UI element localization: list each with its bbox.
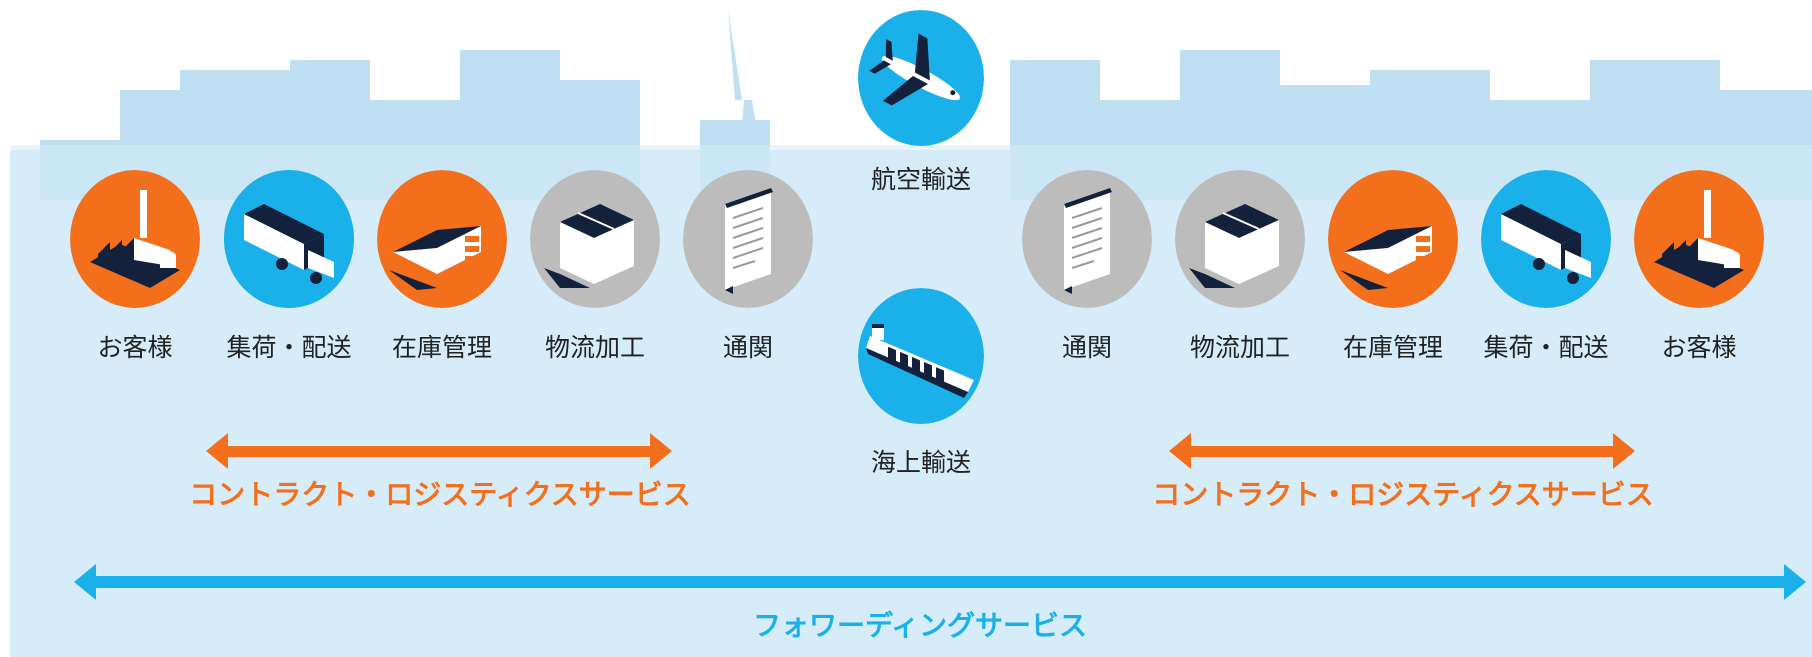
contract-right-label: コントラクト・ロジスティクスサービス: [1152, 478, 1654, 511]
contract-right-arrow: [1169, 433, 1635, 469]
right-inventory-label: 在庫管理: [1342, 333, 1443, 362]
airplane-icon: [858, 10, 984, 146]
ship-icon: [858, 288, 984, 424]
truck-icon: [224, 170, 354, 308]
left-processing-label: 物流加工: [544, 333, 645, 362]
box-icon: [530, 170, 660, 308]
air-transport-node: [858, 10, 984, 146]
right-customer-node: [1634, 170, 1764, 308]
right-processing-node: [1175, 170, 1305, 308]
sea-transport-label: 海上輸送: [870, 448, 971, 477]
right-processing-label: 物流加工: [1189, 333, 1290, 362]
right-customs-label: 通関: [1061, 333, 1112, 362]
left-delivery-node: [224, 170, 354, 308]
right-customs-node: [1022, 170, 1152, 308]
document-icon: [683, 170, 813, 308]
sea-transport-node: [858, 288, 984, 424]
factory-icon: [70, 170, 200, 308]
left-processing-node: [530, 170, 660, 308]
right-delivery-label: 集荷・配送: [1483, 333, 1609, 362]
left-inventory-label: 在庫管理: [391, 333, 492, 362]
left-delivery-label: 集荷・配送: [226, 333, 352, 362]
left-customs-node: [683, 170, 813, 308]
factory-icon: [1634, 170, 1764, 308]
left-customer-label: お客様: [97, 333, 173, 362]
warehouse-icon: [1328, 170, 1458, 308]
right-customer-label: お客様: [1661, 333, 1737, 362]
left-inventory-node: [377, 170, 507, 308]
contract-left-arrow: [206, 433, 672, 469]
truck-icon: [1481, 170, 1611, 308]
forwarding-arrow: [74, 564, 1806, 600]
right-delivery-node: [1481, 170, 1611, 308]
box-icon: [1175, 170, 1305, 308]
document-icon: [1022, 170, 1152, 308]
left-customer-node: [70, 170, 200, 308]
air-transport-label: 航空輸送: [870, 165, 971, 194]
contract-left-label: コントラクト・ロジスティクスサービス: [189, 478, 691, 511]
forwarding-label: フォワーディングサービス: [752, 609, 1088, 642]
warehouse-icon: [377, 170, 507, 308]
left-customs-label: 通関: [722, 333, 773, 362]
right-inventory-node: [1328, 170, 1458, 308]
